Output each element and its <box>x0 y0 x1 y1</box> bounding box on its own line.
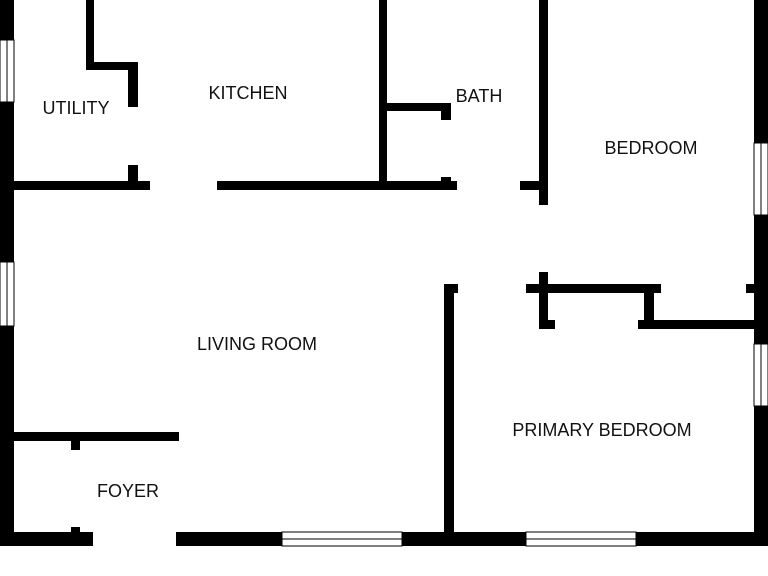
wall-closet-divider <box>644 284 654 329</box>
wall-exterior-bottom-mid <box>176 532 768 546</box>
room-label-foyer: FOYER <box>97 481 159 501</box>
wall-bedroom-bottom-stub-right <box>746 284 768 293</box>
wall-bedroom-bottom-stub-left <box>526 284 548 293</box>
wall-foyer-closet-bottom <box>71 527 80 546</box>
wall-upper-segment-2 <box>217 181 457 190</box>
wall-exterior-bottom-left <box>0 532 93 546</box>
window-living-bottom <box>281 531 403 547</box>
windows <box>0 39 768 547</box>
window-bedroom-right <box>753 142 768 216</box>
window-primary-right <box>753 343 768 407</box>
room-label-primary-bedroom: PRIMARY BEDROOM <box>512 420 691 440</box>
window-primary-bottom <box>525 531 637 547</box>
wall-kitchen-left-lower <box>128 62 138 107</box>
wall-living-primary-top <box>444 284 458 293</box>
wall-kitchen-step <box>86 62 138 70</box>
wall-kitchen-left-stub <box>128 165 138 190</box>
room-labels: UTILITY KITCHEN BATH BEDROOM LIVING ROOM… <box>42 83 697 501</box>
room-label-living-room: LIVING ROOM <box>197 334 317 354</box>
wall-closet-bottom-right <box>638 320 768 329</box>
room-label-utility: UTILITY <box>42 98 109 118</box>
window-utility-left <box>0 39 15 103</box>
room-label-bedroom: BEDROOM <box>604 138 697 158</box>
wall-upper-segment-1 <box>0 181 150 190</box>
wall-foyer-closet-top <box>71 432 80 450</box>
wall-upper-segment-3 <box>520 181 548 190</box>
wall-closet-bottom-left <box>539 320 555 329</box>
room-label-bath: BATH <box>456 86 503 106</box>
wall-bath-bedroom <box>539 0 548 205</box>
window-living-left <box>0 261 15 327</box>
wall-foyer-top <box>0 432 179 441</box>
wall-bath-closet-right-top <box>441 103 451 120</box>
wall-kitchen-bath <box>379 0 387 190</box>
wall-kitchen-left-upper <box>86 0 94 70</box>
walls <box>0 0 768 546</box>
wall-exterior-right <box>754 0 768 546</box>
wall-bath-closet-top <box>379 103 451 111</box>
wall-bath-closet-right-bottom <box>441 177 451 190</box>
wall-living-primary <box>444 284 454 546</box>
wall-bedroom-lower-left <box>539 272 548 329</box>
wall-bedroom-bottom <box>539 284 661 293</box>
room-label-kitchen: KITCHEN <box>208 83 287 103</box>
